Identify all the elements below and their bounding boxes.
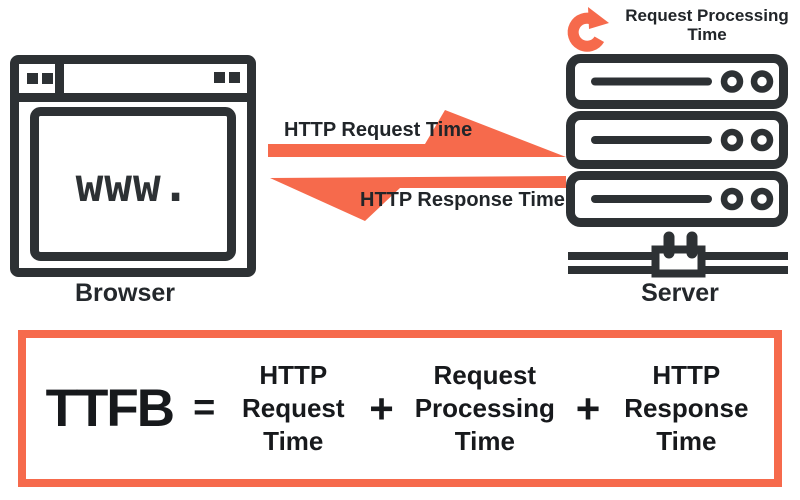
response-arrow-caption: HTTP Response Time [360,189,565,211]
browser-viewport [30,107,236,261]
refresh-arrow-icon [567,7,609,52]
plus-sign: + [369,384,394,432]
server-unit [566,54,788,109]
processing-time-caption: Request Processing Time [625,6,789,44]
browser-window-icon: www. [10,55,256,277]
ttfb-formula-box: TTFB = HTTP Request Time + Request Proce… [18,330,782,487]
request-arrow-icon [268,110,566,157]
window-controls-left [27,73,53,84]
server-unit [566,111,788,169]
window-controls-right [214,72,240,83]
formula-term-request: HTTP Request Time [241,360,345,456]
server-unit [566,171,788,227]
browser-label: Browser [74,279,176,307]
server-rack-icon [566,54,788,278]
equals-sign: = [193,387,216,429]
ttfb-result: TTFB [45,379,175,438]
plus-sign: + [575,384,601,432]
network-plug-icon [568,231,788,278]
www-text: www. [76,158,191,212]
response-arrow-icon [270,176,566,221]
request-arrow-caption: HTTP Request Time [284,119,473,141]
formula-term-processing: Request Processing Time [414,360,555,456]
server-label: Server [641,279,719,307]
formula-term-response: HTTP Response Time [624,360,749,456]
